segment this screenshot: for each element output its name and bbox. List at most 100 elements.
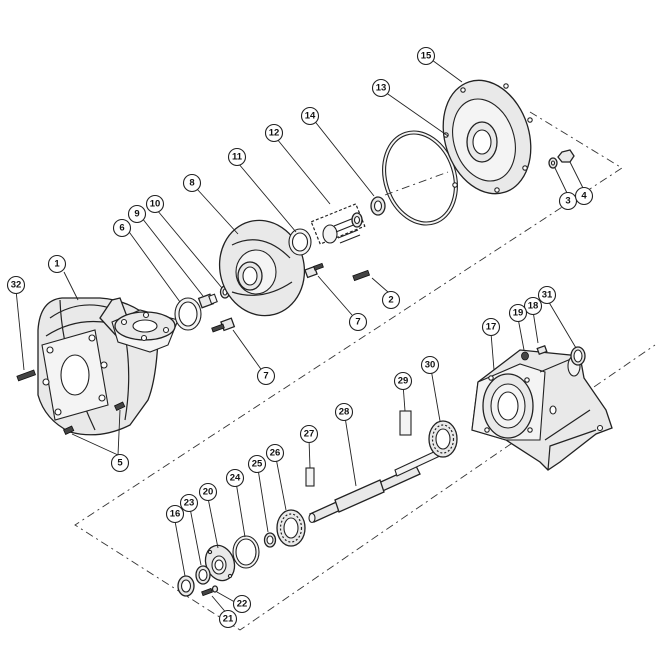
callout-22: 22	[232, 594, 252, 614]
washer-22	[211, 585, 219, 593]
callout-2: 2	[381, 290, 401, 310]
callout-9: 9	[127, 204, 147, 224]
svg-text:5: 5	[117, 458, 123, 469]
screw-21	[201, 587, 213, 597]
svg-text:31: 31	[542, 290, 553, 301]
svg-text:14: 14	[305, 111, 316, 122]
svg-text:2: 2	[388, 295, 393, 306]
screw-7-upper	[304, 262, 324, 279]
callout-24: 24	[225, 468, 245, 488]
bearing-frame	[471, 349, 613, 471]
washer-19	[521, 351, 529, 361]
svg-text:18: 18	[528, 301, 539, 312]
callout-26: 26	[265, 443, 285, 463]
callout-12: 12	[264, 123, 284, 143]
gasket-24	[232, 535, 260, 569]
callout-7-upper: 7	[348, 312, 368, 332]
callout-25: 25	[247, 454, 267, 474]
impeller	[218, 219, 306, 317]
svg-text:6: 6	[119, 223, 124, 234]
adapter-plate	[442, 79, 533, 195]
callout-32: 32	[6, 275, 26, 295]
callout-17: 17	[481, 317, 501, 337]
shaft	[308, 449, 441, 524]
o-ring-6	[174, 297, 202, 331]
svg-text:27: 27	[304, 429, 315, 440]
ring-25	[263, 532, 277, 548]
callout-31: 31	[537, 285, 557, 305]
stud-32	[16, 369, 36, 382]
callout-29: 29	[393, 371, 413, 391]
svg-text:17: 17	[486, 322, 497, 333]
leader-lines	[15, 59, 584, 616]
svg-text:1: 1	[54, 259, 60, 270]
oil-seal-31	[570, 346, 586, 366]
callout-4: 4	[574, 186, 594, 206]
washer-3	[548, 157, 558, 169]
callout-8: 8	[182, 173, 202, 193]
svg-text:25: 25	[252, 459, 263, 470]
seal-seat-14	[370, 196, 386, 216]
callout-21: 21	[218, 609, 238, 629]
svg-text:7: 7	[355, 317, 360, 328]
svg-text:26: 26	[270, 448, 281, 459]
callout-20: 20	[198, 482, 218, 502]
screw-7-lower	[211, 317, 236, 333]
svg-text:22: 22	[237, 599, 248, 610]
svg-text:12: 12	[269, 128, 280, 139]
callout-3: 3	[558, 191, 578, 211]
callout-19: 19	[508, 303, 528, 323]
callout-11: 11	[227, 147, 247, 167]
key-27	[305, 467, 315, 487]
callout-13: 13	[371, 78, 391, 98]
svg-text:20: 20	[203, 487, 214, 498]
callout-15: 15	[416, 46, 436, 66]
callout-23: 23	[179, 493, 199, 513]
svg-text:30: 30	[425, 360, 436, 371]
svg-text:23: 23	[184, 498, 195, 509]
callout-10: 10	[145, 194, 165, 214]
svg-text:24: 24	[230, 473, 241, 484]
callout-7-lower: 7	[256, 366, 276, 386]
svg-text:13: 13	[376, 83, 387, 94]
svg-text:9: 9	[134, 209, 139, 220]
bearing-cover-20	[204, 544, 236, 582]
callout-6: 6	[112, 218, 132, 238]
svg-text:4: 4	[581, 191, 587, 202]
seal-16	[177, 575, 195, 597]
svg-text:16: 16	[170, 509, 181, 520]
o-ring-11	[288, 228, 312, 256]
callout-14: 14	[300, 106, 320, 126]
stud-2	[352, 269, 371, 282]
svg-text:28: 28	[339, 407, 350, 418]
svg-text:11: 11	[232, 152, 243, 163]
shaft-centerline	[384, 171, 449, 196]
svg-text:7: 7	[263, 371, 268, 382]
gasket-13	[382, 130, 458, 226]
svg-text:29: 29	[398, 376, 409, 387]
svg-text:32: 32	[11, 280, 22, 291]
plug-18	[536, 344, 548, 356]
ring-23	[195, 565, 211, 585]
key-29	[399, 410, 412, 436]
mechanical-seal	[310, 203, 366, 245]
svg-text:21: 21	[223, 614, 234, 625]
nut-4	[557, 149, 575, 163]
callout-5: 5	[110, 453, 130, 473]
bearing-30	[428, 420, 458, 458]
callout-16: 16	[165, 504, 185, 524]
callout-28: 28	[334, 402, 354, 422]
callout-18: 18	[523, 296, 543, 316]
callout-1: 1	[47, 254, 67, 274]
plug-9	[197, 293, 218, 309]
pump-casing	[37, 297, 179, 436]
svg-text:10: 10	[150, 199, 161, 210]
svg-text:15: 15	[421, 51, 432, 62]
callout-30: 30	[420, 355, 440, 375]
callout-27: 27	[299, 424, 319, 444]
assembly-boundary-line	[74, 111, 656, 631]
svg-text:8: 8	[189, 178, 194, 189]
bearing-26	[276, 509, 306, 547]
